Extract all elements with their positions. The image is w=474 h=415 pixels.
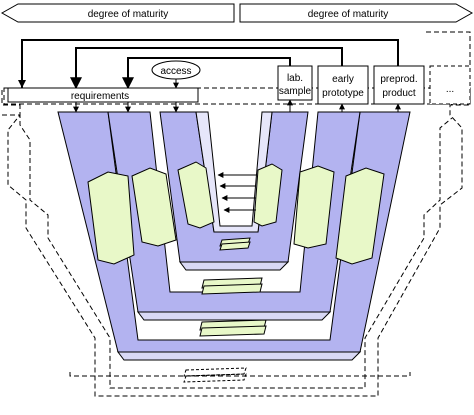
maturity-label-right: degree of maturity (308, 9, 389, 20)
maturity-label-left: degree of maturity (88, 9, 169, 20)
preprod-line1: preprod. (380, 74, 417, 85)
preprod-product-box: preprod. product (373, 65, 425, 105)
lab-sample-box: lab. sample (277, 65, 313, 101)
connector-arrowheads (18, 80, 132, 88)
connector-lines (21, 39, 399, 90)
early-prototype-box: early prototype (317, 65, 369, 105)
dashed-outer-v (1, 90, 471, 397)
access-label: access (160, 66, 191, 77)
requirement-arrows (73, 102, 179, 113)
lab-sample-line1: lab. (287, 73, 303, 84)
stacked-docs (199, 237, 267, 337)
doc-shapes-left (87, 161, 215, 265)
preprod-line2: product (382, 88, 416, 99)
early-prototype-line1: early (332, 74, 354, 85)
v-band-core (195, 111, 273, 233)
dashed-connector (426, 31, 471, 66)
maturity-arrow-left: degree of maturity (0, 3, 235, 23)
feedback-arrows (217, 172, 256, 213)
requirements-label: requirements (71, 91, 129, 102)
stacked-docs-dashed (183, 367, 247, 383)
lab-sample-line2: sample (279, 86, 312, 97)
ellipsis-box: ... (429, 65, 471, 105)
early-prototype-line2: prototype (322, 88, 364, 99)
maturity-arrow-right: degree of maturity (239, 3, 474, 23)
doc-shapes-right (253, 163, 385, 265)
ellipsis-label: ... (446, 84, 454, 95)
requirements-box: requirements (7, 87, 199, 103)
access-node: access (151, 60, 201, 89)
v-band-outer (57, 111, 411, 361)
product-arrows (287, 99, 401, 112)
